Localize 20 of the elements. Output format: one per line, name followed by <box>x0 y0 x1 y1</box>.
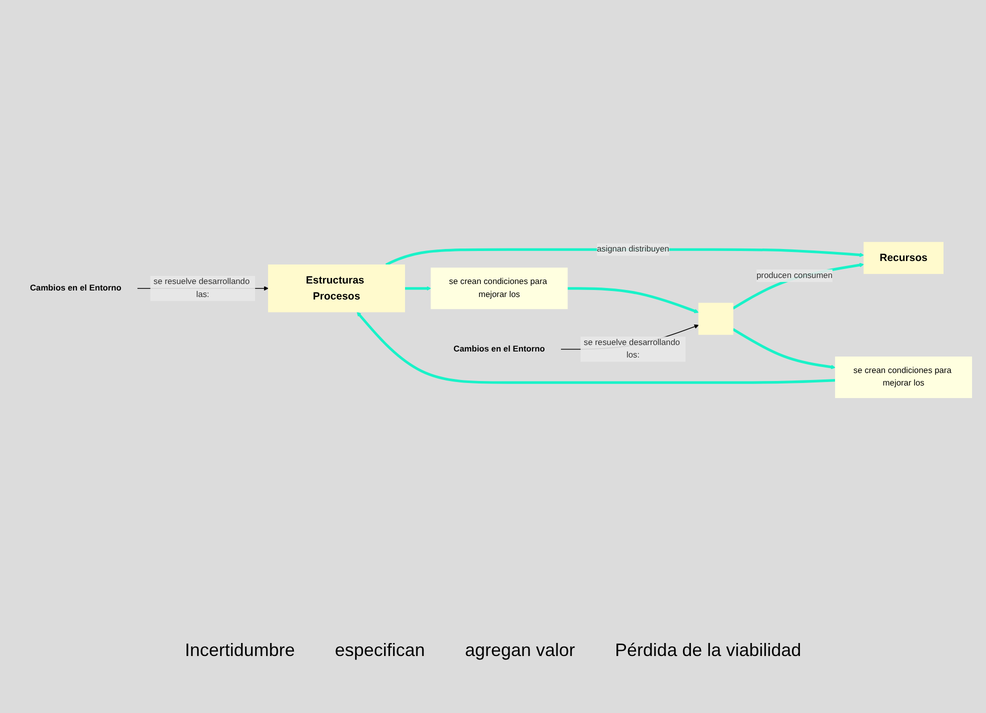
note-text: Incertidumbre <box>184 640 295 661</box>
note-text: especifican <box>334 640 425 661</box>
arrow <box>567 287 699 314</box>
arrow <box>732 262 864 310</box>
node-box: se crean condiciones para mejorar los <box>430 268 568 310</box>
note-text: Pérdida de la viabilidad <box>615 640 802 661</box>
node-text: Cambios en el Entorno <box>454 344 545 354</box>
edge-label: asignan distribuyen <box>596 244 670 254</box>
arrow <box>732 328 836 370</box>
edge-label: producen consumen <box>756 270 833 280</box>
arrow <box>404 286 432 291</box>
node-box: se crean condiciones para mejorar los <box>835 356 972 398</box>
node-box: Recursos <box>864 242 944 274</box>
edge-label: se resuelve desarrollando los: <box>584 338 680 360</box>
arrow <box>356 312 836 384</box>
edge-label: se resuelve desarrollando las: <box>153 277 250 299</box>
node-text: Cambios en el Entorno <box>30 284 122 293</box>
node-box: Estructuras Procesos <box>268 264 406 312</box>
note-text: agregan valor <box>464 640 576 661</box>
node-box <box>698 302 734 335</box>
